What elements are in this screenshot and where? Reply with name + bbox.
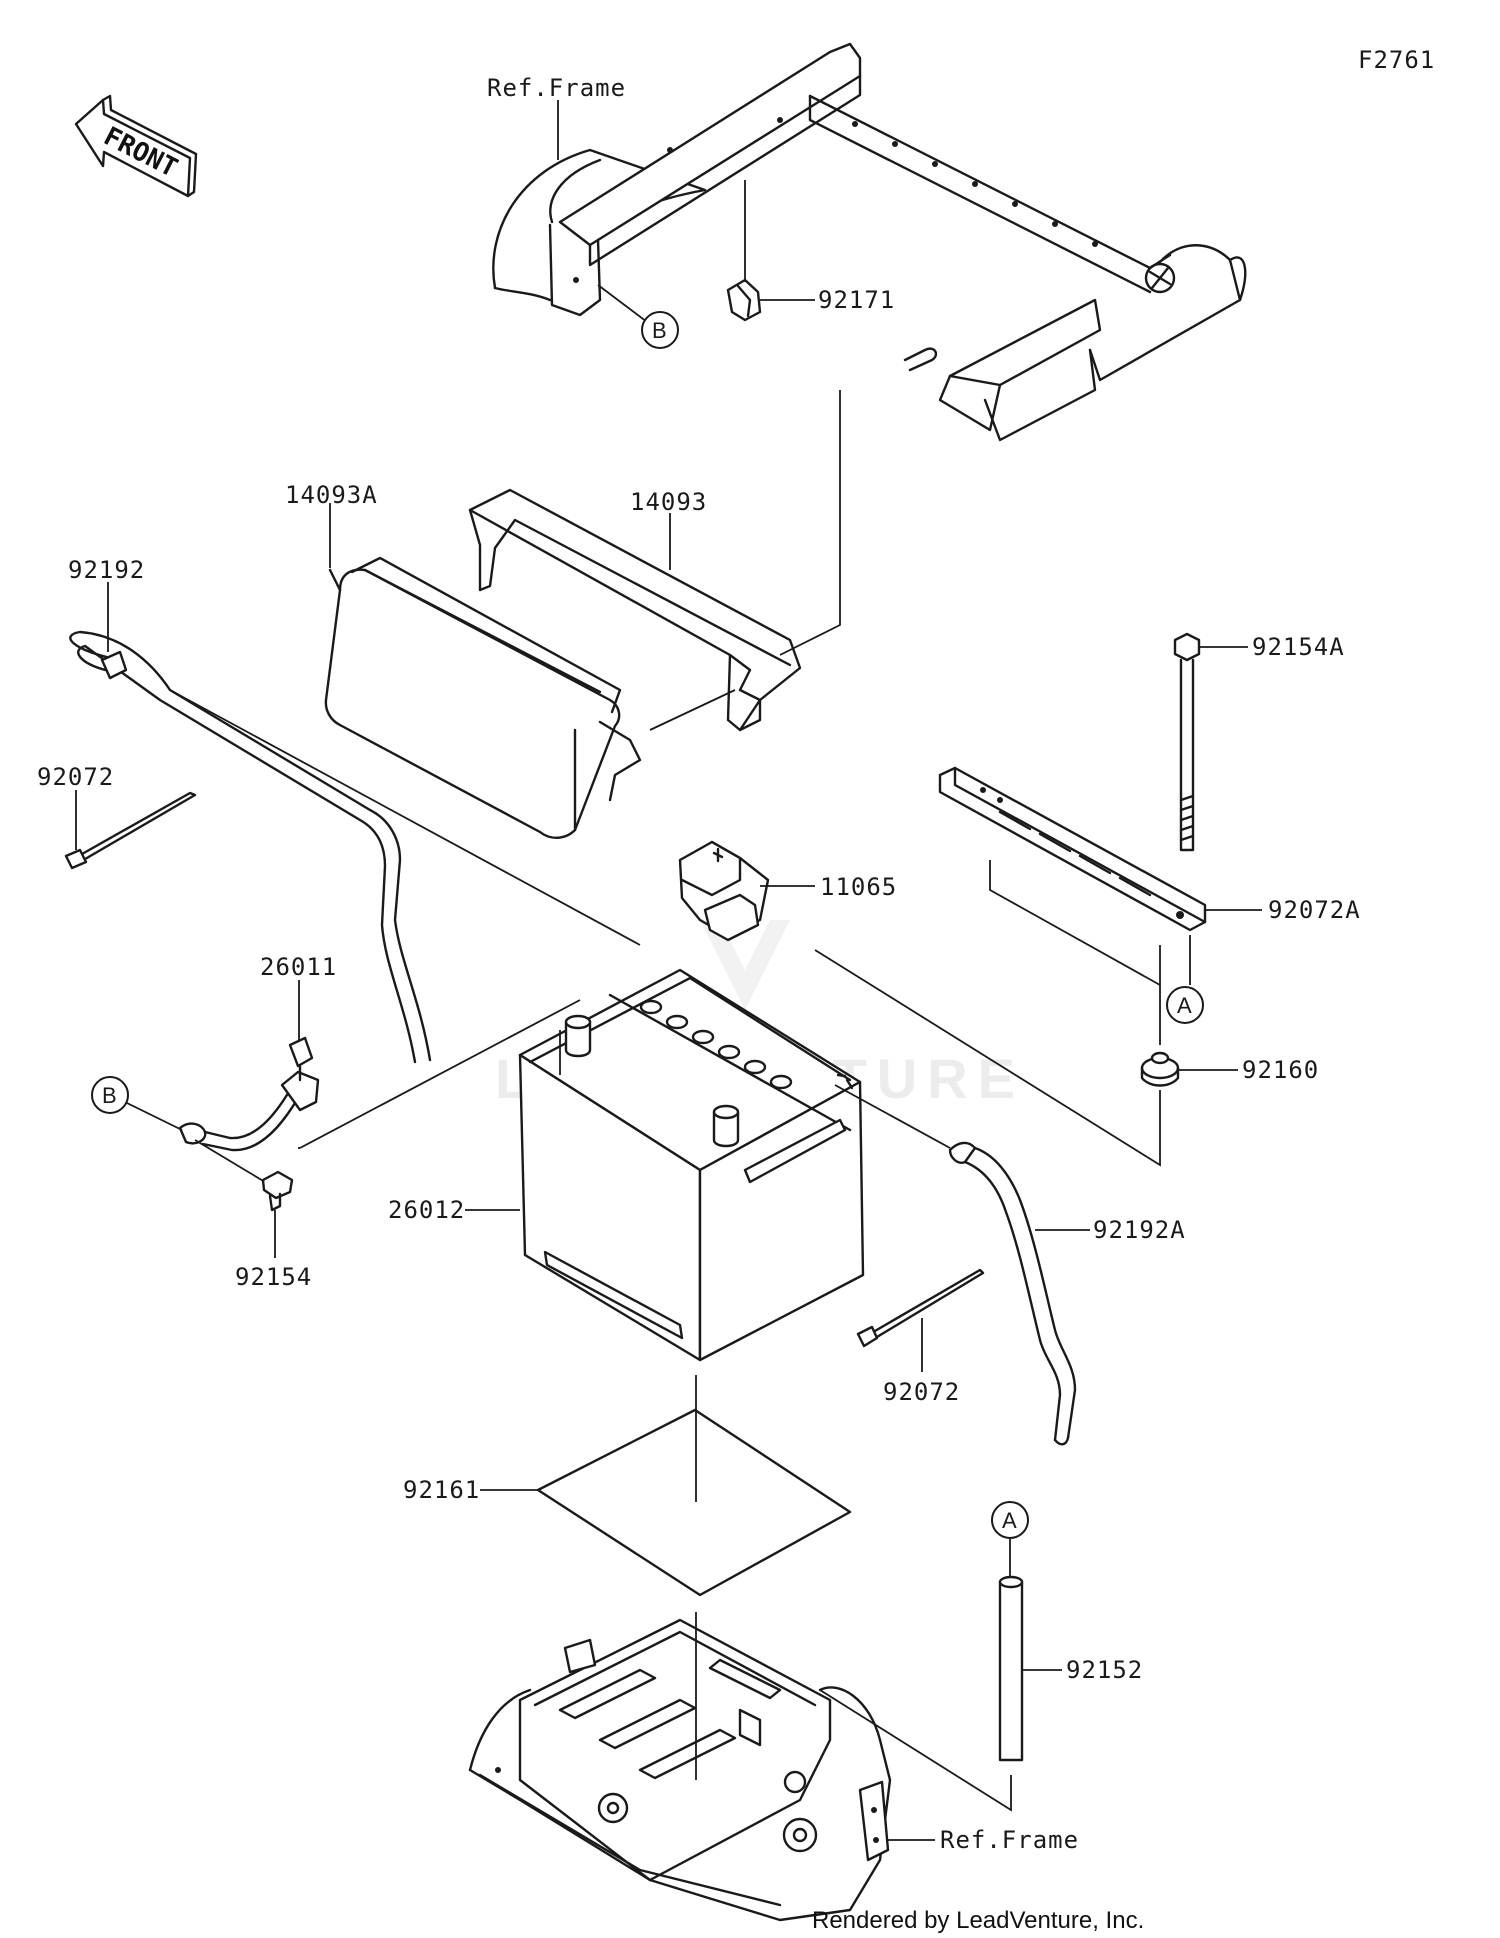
leader-92192A-battery [834,1084,951,1149]
label-92192A: 92192A [1093,1216,1186,1244]
part-92072-cable-tie-mid [856,1268,985,1348]
ref-frame-bottom [468,1618,892,1922]
ref-frame-top [492,42,1247,442]
watermark-logo [700,920,790,1010]
leader-92192-battery [169,689,641,946]
callout-a-bottom-text: A [1002,1508,1017,1533]
leader-cover-holder [649,689,736,731]
leader-bolt [194,1139,266,1183]
label-14093A: 14093A [285,481,378,509]
label-11065: 11065 [820,873,897,901]
label-92072-mid: 92072 [883,1378,960,1406]
leader-92152-tray [819,1689,1012,1812]
leader-b-left [126,1102,183,1131]
label-ref-frame-top: Ref.Frame [487,74,626,102]
part-92160-grommet [1140,945,1180,1087]
label-92171: 92171 [818,286,895,314]
label-26012: 26012 [388,1196,465,1224]
part-92152-sleeve [998,1575,1024,1762]
part-14093-holder [468,488,802,732]
callout-b-left-text: B [102,1083,117,1108]
callout-b-top-text: B [652,318,667,343]
part-92171-clip [726,278,762,322]
callout-a-right [1166,986,1204,1024]
part-92192A-cable [948,1141,1077,1446]
part-11065-cap [678,840,770,942]
label-92152: 92152 [1066,1656,1143,1684]
part-92154-bolt [261,1170,294,1212]
label-92154A: 92154A [1252,633,1345,661]
label-92161: 92161 [403,1476,480,1504]
part-92072-cable-tie-left [64,791,197,870]
part-26012-battery [518,968,865,1362]
leader-holder-frame [779,390,841,656]
diagram-code: F2761 [1358,46,1435,74]
callout-a-right-text: A [1177,993,1192,1018]
callout-b-top [641,311,679,349]
label-26011: 26011 [260,953,337,981]
label-92154: 92154 [235,1263,312,1291]
callout-b-left [91,1076,129,1114]
part-92072A-bar [938,766,1207,932]
label-92192: 92192 [68,556,145,584]
footer-credit: Rendered by LeadVenture, Inc. [812,1907,1144,1934]
part-26011-cable [178,1036,320,1152]
front-arrow-icon: FRONT [74,94,198,198]
label-ref-frame-bottom: Ref.Frame [940,1826,1079,1854]
part-92192-cable [69,630,432,1064]
part-92161-mat [536,1408,852,1597]
label-92072A: 92072A [1268,896,1361,924]
part-92154A-rod [1173,632,1201,852]
label-14093: 14093 [630,488,707,516]
label-92072-left: 92072 [37,763,114,791]
label-92160: 92160 [1242,1056,1319,1084]
leader-92160-battery [814,949,1161,1167]
front-label: FRONT [99,122,182,184]
leader-92072A-a [989,860,1161,986]
part-14093A-cover [324,556,642,839]
